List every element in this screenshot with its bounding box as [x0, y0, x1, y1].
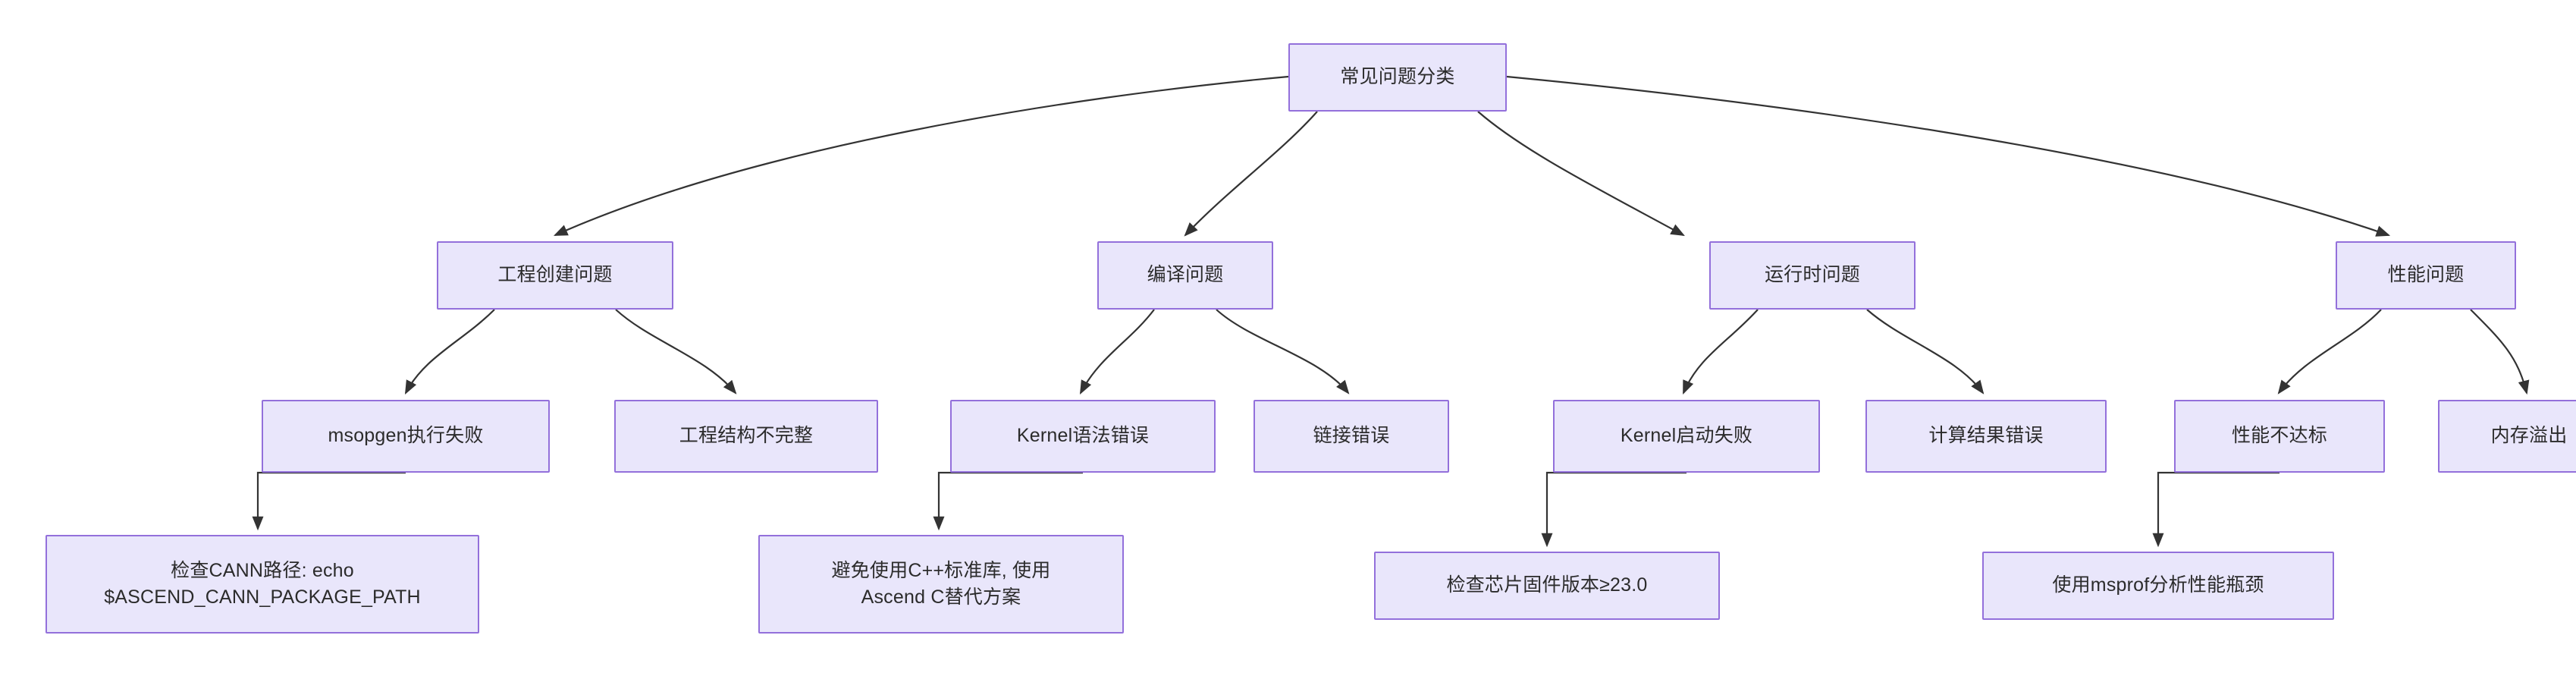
node-l2a1[interactable]: msopgen执行失败	[262, 400, 550, 473]
edge-root-to-l1a	[553, 75, 1289, 237]
edge-l2b1-to-l3b	[933, 471, 1083, 531]
node-l1c[interactable]: 运行时问题	[1709, 241, 1916, 310]
node-l1a[interactable]: 工程创建问题	[437, 241, 673, 310]
edge-l1a-to-l2a1	[404, 309, 495, 395]
edge-l1c-to-l2c1	[1682, 309, 1759, 395]
node-l2c1[interactable]: Kernel启动失败	[1553, 400, 1820, 473]
edge-l1c-to-l2c2	[1866, 309, 1985, 395]
edge-l1b-to-l2b2	[1216, 309, 1350, 395]
edge-root-to-l1b	[1184, 111, 1318, 237]
edge-l2d1-to-l3d	[2152, 471, 2279, 548]
node-l1d[interactable]: 性能问题	[2336, 241, 2516, 310]
node-l2c2[interactable]: 计算结果错误	[1865, 400, 2107, 473]
edge-l2a1-to-l3a	[252, 471, 406, 531]
node-l2b2[interactable]: 链接错误	[1253, 400, 1449, 473]
node-l3a[interactable]: 检查CANN路径: echo $ASCEND_CANN_PACKAGE_PATH	[45, 535, 479, 634]
edge-l1b-to-l2b1	[1079, 309, 1155, 395]
edge-l2c1-to-l3c	[1541, 471, 1686, 548]
node-l3b[interactable]: 避免使用C++标准库, 使用 Ascend C替代方案	[758, 535, 1124, 634]
edge-l1d-to-l2d1	[2277, 309, 2382, 395]
node-root[interactable]: 常见问题分类	[1288, 43, 1507, 112]
edge-root-to-l1c	[1477, 111, 1685, 237]
edge-l1a-to-l2a2	[615, 309, 737, 395]
node-l1b[interactable]: 编译问题	[1097, 241, 1273, 310]
edge-group	[252, 75, 2530, 548]
edge-l1d-to-l2d2	[2470, 309, 2530, 395]
edge-root-to-l1d	[1506, 75, 2391, 237]
node-l2a2[interactable]: 工程结构不完整	[614, 400, 878, 473]
node-l2d2[interactable]: 内存溢出	[2438, 400, 2576, 473]
node-l2d1[interactable]: 性能不达标	[2174, 400, 2385, 473]
node-l2b1[interactable]: Kernel语法错误	[950, 400, 1216, 473]
node-l3c[interactable]: 检查芯片固件版本≥23.0	[1374, 552, 1720, 620]
node-l3d[interactable]: 使用msprof分析性能瓶颈	[1982, 552, 2334, 620]
